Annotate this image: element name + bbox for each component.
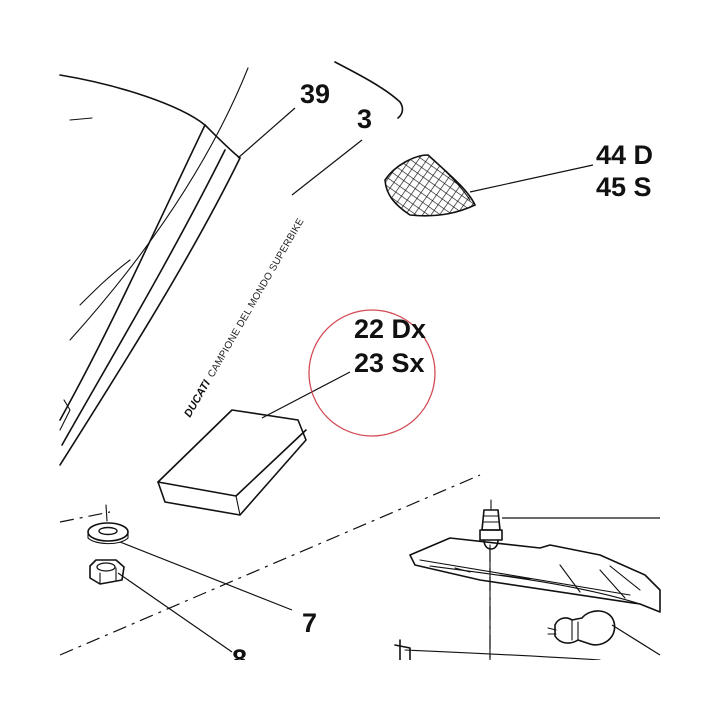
callout-23-sx: 23 Sx — [354, 348, 425, 378]
leader-lines — [117, 107, 661, 656]
decal-brand-text: DUCATI — [182, 377, 213, 419]
fairing-windscreen — [59, 67, 249, 466]
callout-45-s: 45 S — [596, 172, 652, 202]
callout-3: 3 — [357, 104, 372, 134]
mirror-edge — [334, 61, 404, 119]
callout-39: 39 — [300, 79, 330, 109]
tail-lamp — [409, 537, 661, 613]
highlight-circle — [308, 309, 436, 437]
fairing-decal: DUCATI CAMPIONE DEL MONDO SUPERBIKE — [182, 216, 307, 419]
nut — [89, 559, 125, 585]
washer — [87, 504, 129, 545]
mesh-vent — [384, 154, 477, 217]
page-edge-mask — [0, 660, 720, 720]
callout-44-d: 44 D — [596, 140, 653, 170]
reflector-block — [157, 409, 307, 516]
decal-tagline-text: CAMPIONE DEL MONDO SUPERBIKE — [206, 216, 307, 379]
bulb — [547, 610, 616, 646]
callout-22-dx: 22 Dx — [354, 314, 426, 344]
callout-7: 7 — [302, 608, 317, 638]
reference-lines — [59, 474, 491, 658]
